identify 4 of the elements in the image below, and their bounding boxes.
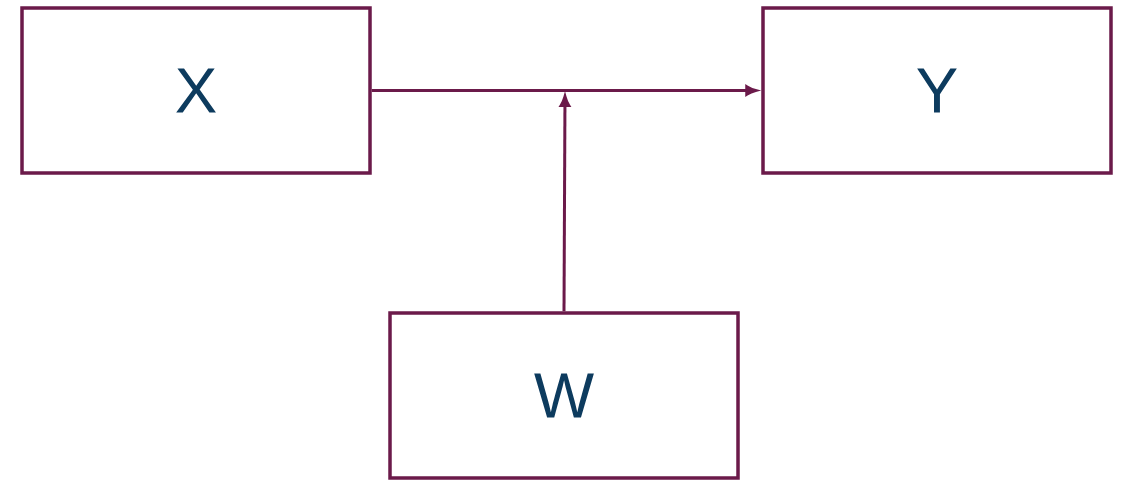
variable-box: W: [388, 311, 740, 480]
variable-box: X: [20, 6, 372, 175]
variable-box: Y: [761, 6, 1113, 175]
arrow: [559, 95, 571, 312]
